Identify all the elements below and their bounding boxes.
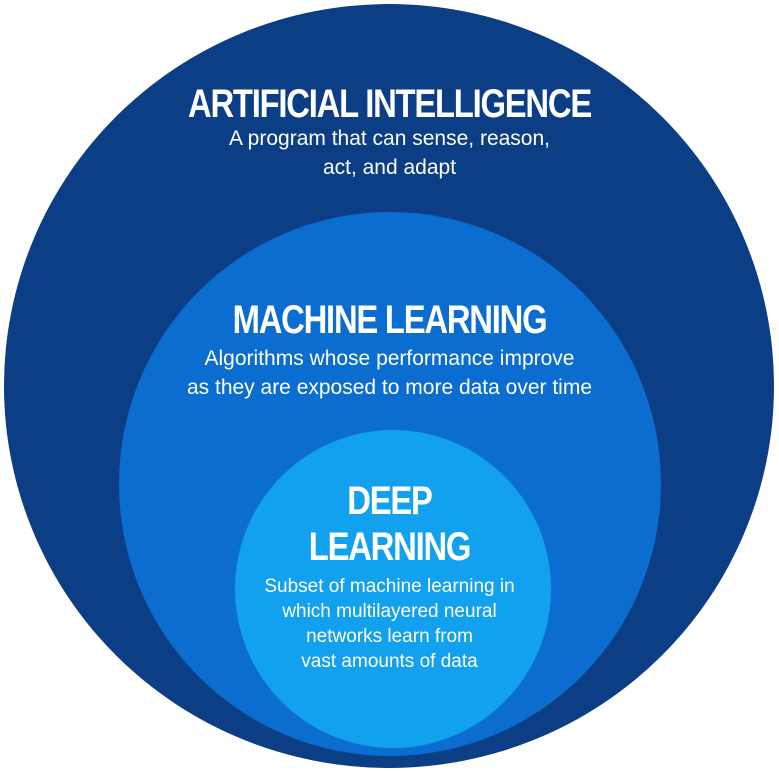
- ml-description: Algorithms whose performance improve as …: [0, 344, 779, 402]
- dl-title-line: DEEP: [347, 479, 433, 523]
- dl-title-line: LEARNING: [308, 525, 472, 569]
- ai-desc-line: act, and adapt: [322, 156, 457, 179]
- ai-title: ARTIFICIAL INTELLIGENCE: [188, 82, 592, 126]
- dl-desc-line: Subset of machine learning in: [264, 576, 515, 597]
- dl-description: Subset of machine learning in which mult…: [0, 574, 779, 674]
- ai-description: A program that can sense, reason, act, a…: [0, 124, 779, 182]
- ml-title: MACHINE LEARNING: [232, 298, 548, 342]
- ml-desc-line: as they are exposed to more data over ti…: [186, 376, 593, 399]
- dl-desc-line: vast amounts of data: [301, 651, 478, 672]
- dl-desc-line: networks learn from: [306, 626, 473, 647]
- dl-circle: [235, 430, 551, 748]
- dl-desc-line: which multilayered neural: [282, 601, 497, 622]
- dl-title: DEEP LEARNING: [70, 478, 709, 570]
- ml-desc-line: Algorithms whose performance improve: [204, 347, 575, 370]
- ai-desc-line: A program that can sense, reason,: [228, 127, 551, 150]
